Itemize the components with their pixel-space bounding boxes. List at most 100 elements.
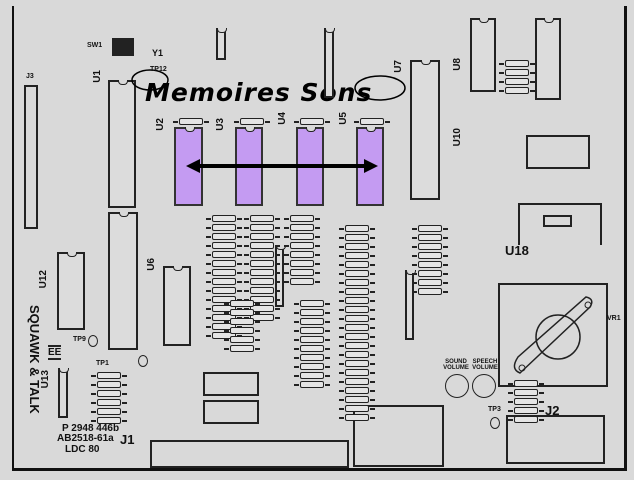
chip-u7 <box>324 28 335 98</box>
capacitor-block <box>203 400 259 424</box>
resistor <box>508 380 544 387</box>
u10-label: U10 <box>452 128 463 147</box>
resistor <box>206 287 242 294</box>
resistor <box>244 314 280 321</box>
resistor <box>224 327 260 334</box>
resistor <box>294 318 330 325</box>
resistor <box>206 233 242 240</box>
voltage-regulator-vr1 <box>498 283 608 387</box>
resistor <box>499 87 535 94</box>
resistor <box>339 360 375 367</box>
resistor <box>244 269 280 276</box>
resistor <box>206 296 242 303</box>
resistor <box>354 118 390 125</box>
j1-label: J1 <box>120 432 135 447</box>
connector-j2 <box>506 415 605 464</box>
chip-u6 <box>108 212 138 350</box>
tp12-label: TP12 <box>150 66 167 73</box>
resistor <box>499 60 535 67</box>
connector-block <box>353 405 444 467</box>
j3-label: J3 <box>26 73 34 80</box>
resistor <box>244 242 280 249</box>
resistor <box>508 407 544 414</box>
resistor <box>294 381 330 388</box>
relay <box>526 135 590 169</box>
resistor <box>508 398 544 405</box>
chip-u10 <box>410 60 440 200</box>
tp3-label: TP3 <box>488 406 501 413</box>
resistor <box>339 225 375 232</box>
resistor <box>244 260 280 267</box>
resistor <box>339 270 375 277</box>
u18-label: U18 <box>505 243 529 258</box>
resistor <box>206 260 242 267</box>
resistor <box>91 417 127 424</box>
resistor <box>206 215 242 222</box>
resistor <box>339 234 375 241</box>
resistor <box>412 234 448 241</box>
test-point <box>138 355 148 367</box>
crystal <box>216 28 227 60</box>
resistor <box>224 300 260 307</box>
resistor <box>206 251 242 258</box>
resistor <box>339 306 375 313</box>
resistor <box>294 309 330 316</box>
resistor <box>339 297 375 304</box>
resistor <box>499 78 535 85</box>
resistor <box>339 351 375 358</box>
resistor <box>339 396 375 403</box>
speech-volume-pot[interactable] <box>472 374 496 398</box>
part-number: P 2948 446b <box>62 423 120 434</box>
u7-label: U7 <box>393 60 404 73</box>
chip-u9 <box>163 266 191 346</box>
connector-j1 <box>150 440 349 468</box>
resistor <box>508 416 544 423</box>
squawk-talk-label: SQUAWK & TALK <box>27 305 42 414</box>
chip-u12 <box>57 252 85 330</box>
assembly-number: AB2518-61a <box>57 433 114 444</box>
resistor <box>91 399 127 406</box>
resistor-network <box>405 270 416 340</box>
resistor <box>173 118 209 125</box>
resistor <box>339 243 375 250</box>
resistor <box>224 345 260 352</box>
resistor <box>339 369 375 376</box>
resistor <box>339 387 375 394</box>
resistor <box>284 233 320 240</box>
resistor <box>339 315 375 322</box>
sw1-label: SW1 <box>87 42 103 49</box>
ee-label: EE <box>48 345 62 360</box>
chip-u1 <box>108 80 136 208</box>
resistor <box>206 278 242 285</box>
resistor <box>284 251 320 258</box>
resistor <box>412 225 448 232</box>
ldc-label: LDC 80 <box>65 444 100 455</box>
resistor <box>206 323 242 330</box>
heatsink-u18 <box>518 203 602 245</box>
resistor <box>339 288 375 295</box>
resistor <box>206 305 242 312</box>
resistor <box>244 296 280 303</box>
resistor <box>244 287 280 294</box>
resistor <box>206 242 242 249</box>
resistor <box>206 269 242 276</box>
resistor <box>412 288 448 295</box>
resistor <box>339 261 375 268</box>
resistor <box>294 118 330 125</box>
resistor <box>206 314 242 321</box>
j2-label: J2 <box>545 403 560 418</box>
resistor <box>284 215 320 222</box>
test-point <box>490 417 500 429</box>
resistor <box>244 278 280 285</box>
resistor <box>412 279 448 286</box>
connector-j3 <box>24 85 38 229</box>
resistor <box>244 305 280 312</box>
resistor <box>294 327 330 334</box>
resistor <box>284 269 320 276</box>
resistor <box>339 252 375 259</box>
sound-volume-pot[interactable] <box>445 374 469 398</box>
chip-u13 <box>58 368 69 418</box>
resistor <box>224 318 260 325</box>
resistor <box>206 224 242 231</box>
resistor <box>294 336 330 343</box>
